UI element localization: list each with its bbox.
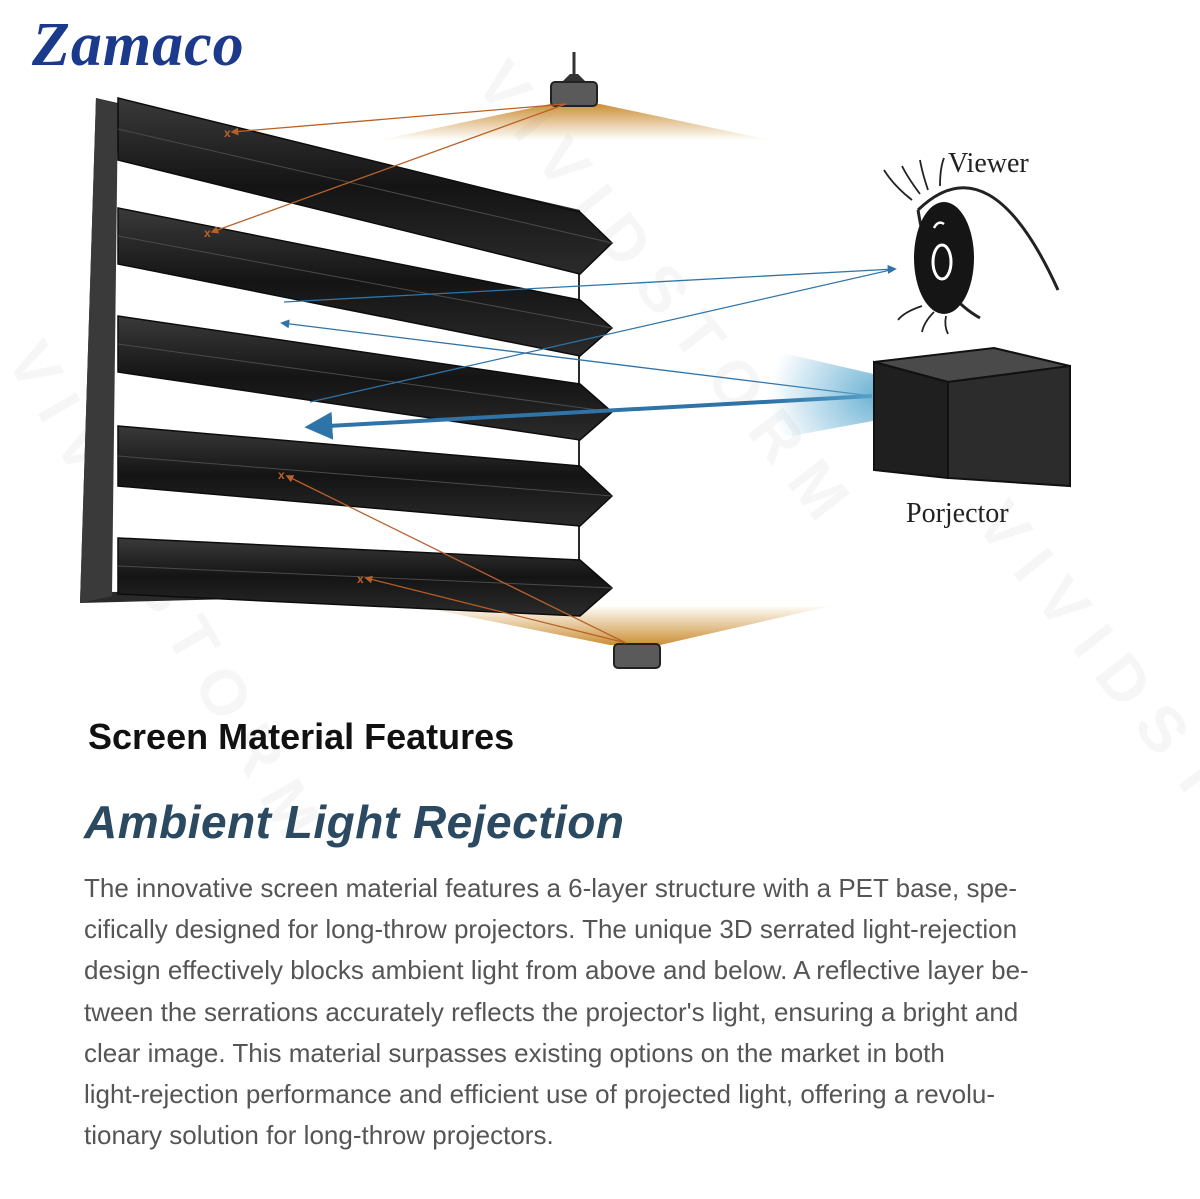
serration-ridge [117, 343, 613, 413]
blocked-mark: x [357, 572, 364, 586]
feature-description: The innovative screen material features … [84, 868, 1154, 1156]
light-rejection-diagram: x x x x Porjector Viewer [80, 52, 1071, 669]
description-line: tionary solution for long-throw projecto… [84, 1120, 554, 1151]
brand-logo: Zamaco [32, 11, 245, 79]
description-line: cifically designed for long-throw projec… [84, 914, 1018, 945]
description-line: clear image. This material surpasses exi… [84, 1037, 945, 1068]
blocked-mark: x [278, 468, 285, 482]
screen-edge [80, 98, 118, 603]
viewer-eye-icon [883, 157, 1060, 335]
ambient-ray [285, 475, 627, 644]
ambient-ray [210, 103, 567, 234]
viewer-label: Viewer [948, 148, 1029, 179]
section-title: Screen Material Features [88, 716, 515, 757]
projector-icon [873, 346, 1071, 488]
description-line: The innovative screen material features … [84, 873, 1018, 903]
projector-label: Porjector [906, 498, 1009, 529]
description-line: design effectively blocks ambient light … [84, 955, 1029, 986]
blocked-mark: x [204, 226, 211, 240]
serration-ridge [117, 455, 613, 497]
serration-ridge [117, 235, 613, 329]
blocked-mark: x [224, 126, 231, 140]
reflected-ray [283, 264, 897, 303]
ambient-ray [364, 575, 627, 644]
top-ambient-light [380, 52, 770, 140]
feature-headline: Ambient Light Rejection [84, 796, 625, 848]
serration-ridge [117, 128, 613, 244]
ambient-ray [230, 103, 567, 136]
description-line: light-rejection performance and efficien… [84, 1079, 996, 1110]
projector-beam-glow [770, 350, 878, 440]
reflected-ray [309, 268, 896, 403]
description-line: tween the serrations accurately reflects… [84, 996, 1019, 1027]
bottom-ambient-light [410, 605, 835, 669]
